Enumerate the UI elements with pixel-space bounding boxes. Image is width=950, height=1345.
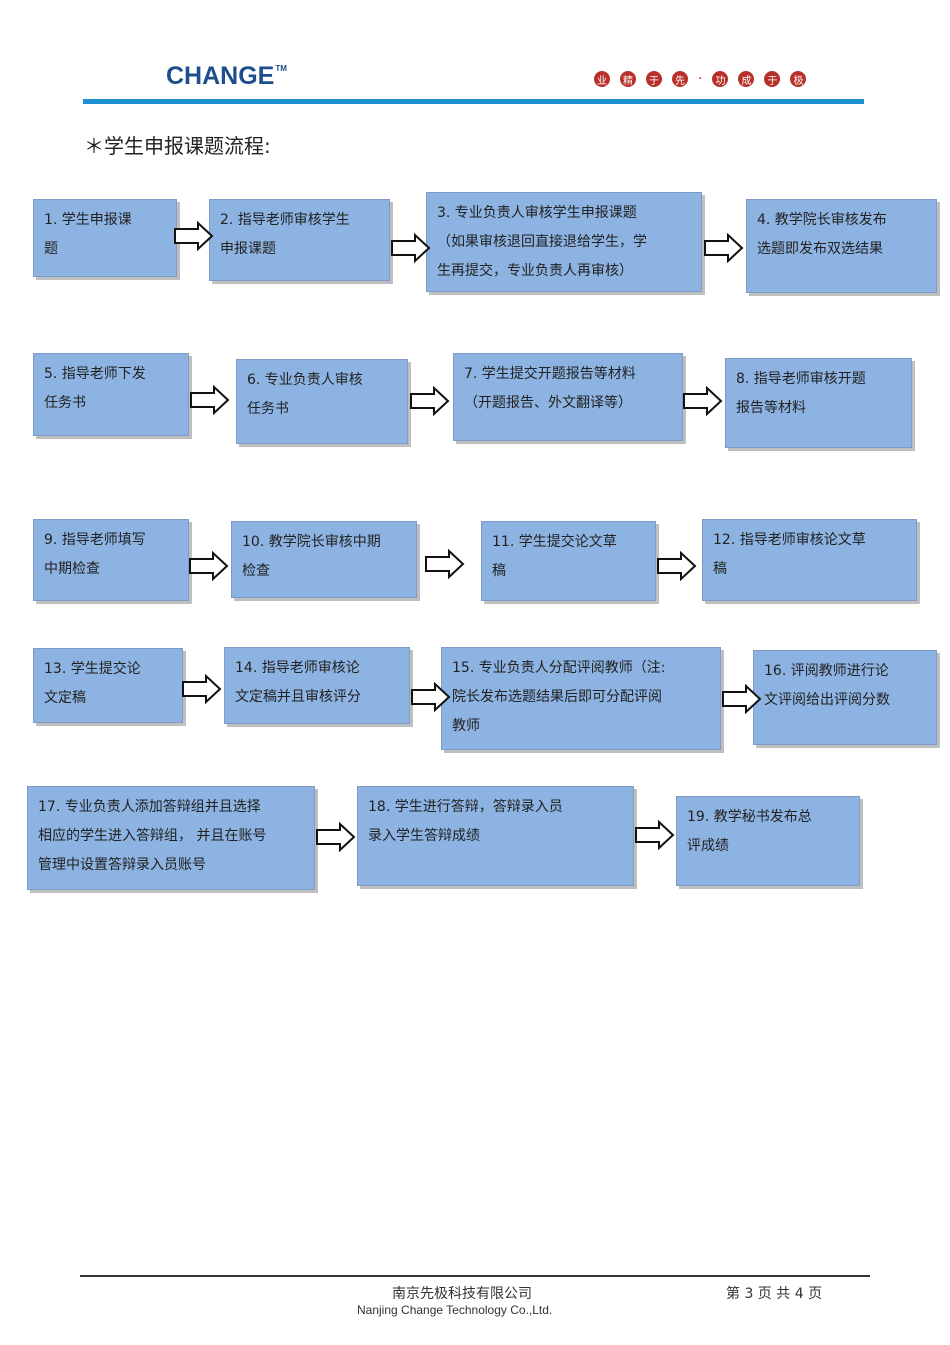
footer-rule bbox=[80, 1275, 870, 1277]
slogan-char: 于 bbox=[646, 71, 662, 87]
slogan-char: 精 bbox=[620, 71, 636, 87]
flow-arrow-icon bbox=[174, 221, 214, 251]
flow-arrow-icon bbox=[316, 822, 356, 852]
flow-arrow-icon bbox=[704, 233, 744, 263]
flow-arrow-icon bbox=[425, 549, 465, 579]
flow-step-9: 9. 指导老师填写 中期检查 bbox=[33, 519, 189, 601]
slogan-char: · bbox=[698, 71, 703, 87]
flow-step-5: 5. 指导老师下发 任务书 bbox=[33, 353, 189, 436]
flow-step-2: 2. 指导老师审核学生 申报课题 bbox=[209, 199, 390, 281]
flow-step-18: 18. 学生进行答辩，答辩录入员 录入学生答辩成绩 bbox=[357, 786, 634, 886]
flow-arrow-icon bbox=[683, 386, 723, 416]
slogan-char: 成 bbox=[738, 71, 755, 87]
footer-company-cn: 南京先极科技有限公司 bbox=[392, 1286, 532, 1302]
flow-step-16: 16. 评阅教师进行论 文评阅给出评阅分数 bbox=[753, 650, 937, 745]
footer-company-en: Nanjing Change Technology Co.,Ltd. bbox=[357, 1303, 553, 1317]
flow-step-14: 14. 指导老师审核论 文定稿并且审核评分 bbox=[224, 647, 410, 724]
page-heading: ＊学生申报课题流程: bbox=[84, 134, 271, 158]
flow-arrow-icon bbox=[190, 385, 230, 415]
slogan-char: 于 bbox=[764, 71, 781, 87]
flow-step-11: 11. 学生提交论文草 稿 bbox=[481, 521, 656, 601]
flow-step-10: 10. 教学院长审核中期 检查 bbox=[231, 521, 417, 598]
flow-step-19: 19. 教学秘书发布总 评成绩 bbox=[676, 796, 860, 886]
slogan-char: 业 bbox=[594, 71, 610, 87]
header-rule bbox=[83, 99, 864, 104]
flow-step-4: 4. 教学院长审核发布 选题即发布双选结果 bbox=[746, 199, 937, 293]
flow-arrow-icon bbox=[722, 684, 762, 714]
slogan-char: 功 bbox=[712, 71, 729, 87]
flow-arrow-icon bbox=[411, 682, 451, 712]
flow-arrow-icon bbox=[410, 386, 450, 416]
company-logo: CHANGETM bbox=[166, 62, 287, 90]
flow-step-1: 1. 学生申报课 题 bbox=[33, 199, 177, 277]
flow-step-12: 12. 指导老师审核论文草 稿 bbox=[702, 519, 917, 601]
company-slogan: 业精于先·功成于极 bbox=[594, 71, 816, 87]
slogan-char: 极 bbox=[790, 71, 807, 87]
flow-arrow-icon bbox=[182, 674, 222, 704]
flow-step-6: 6. 专业负责人审核 任务书 bbox=[236, 359, 408, 444]
flow-arrow-icon bbox=[635, 820, 675, 850]
flow-arrow-icon bbox=[391, 233, 431, 263]
flow-step-15: 15. 专业负责人分配评阅教师（注: 院长发布选题结果后即可分配评阅 教师 bbox=[441, 647, 721, 750]
flow-arrow-icon bbox=[657, 551, 697, 581]
footer-page-number: 第 3 页 共 4 页 bbox=[726, 1286, 823, 1302]
flow-step-13: 13. 学生提交论 文定稿 bbox=[33, 648, 183, 723]
flow-step-17: 17. 专业负责人添加答辩组并且选择 相应的学生进入答辩组， 并且在账号 管理中… bbox=[27, 786, 315, 890]
flow-step-3: 3. 专业负责人审核学生申报课题 （如果审核退回直接退给学生，学 生再提交，专业… bbox=[426, 192, 702, 292]
slogan-char: 先 bbox=[672, 71, 688, 87]
flow-arrow-icon bbox=[189, 551, 229, 581]
flow-step-8: 8. 指导老师审核开题 报告等材料 bbox=[725, 358, 912, 448]
flow-step-7: 7. 学生提交开题报告等材料 （开题报告、外文翻译等） bbox=[453, 353, 683, 441]
